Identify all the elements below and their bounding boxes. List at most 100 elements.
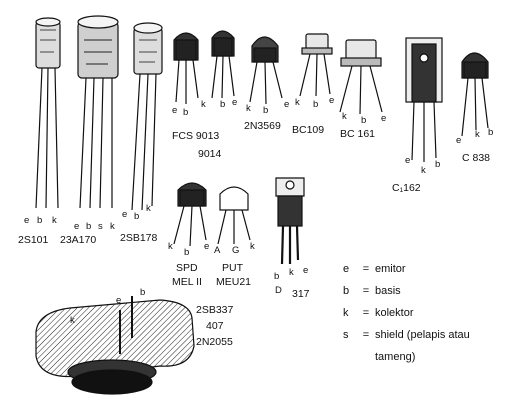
fcs2-leads (211, 55, 235, 99)
put-pin-k: k (250, 241, 255, 252)
c1162-pin-b: b (435, 159, 441, 170)
put-leads (217, 209, 251, 245)
bc161-pin-k: k (342, 111, 347, 122)
bc109-body (301, 33, 333, 55)
2n3569-pin-k: k (246, 103, 251, 114)
23a170-leads (79, 77, 113, 209)
bc109-label: BC109 (292, 124, 325, 136)
power-pin-k: k (70, 315, 75, 326)
t317-leads (280, 225, 300, 265)
spd-pin-e: e (204, 241, 210, 252)
legend-eq-e: = (362, 263, 370, 275)
23a170-label: 23A170 (60, 234, 97, 246)
spd-label-2: MEL II (172, 276, 202, 288)
legend-row-k: k = kolektor (343, 302, 470, 324)
put-label-2: MEU21 (216, 276, 252, 288)
fcs-pin-e: e (172, 105, 178, 116)
23a170-pin-s: s (98, 221, 103, 232)
2n3569-body (251, 36, 279, 63)
power-pin-b: b (140, 287, 146, 298)
2sb178-pin-e: e (122, 209, 128, 220)
23a170-pin-e: e (74, 221, 80, 232)
fcs-pin-b: b (183, 107, 189, 118)
put-pin-g: G (232, 245, 240, 256)
2s101-body (35, 17, 61, 69)
fcs-label-1: FCS 9013 (172, 130, 220, 142)
bc109-leads (299, 53, 331, 97)
2n3569-label: 2N3569 (244, 120, 281, 132)
put-label-1: PUT (222, 262, 243, 274)
bc161-label: BC 161 (340, 128, 376, 140)
c1162-body (405, 37, 443, 103)
c1162-pin-e: e (405, 155, 411, 166)
legend-key-k: k (343, 307, 349, 319)
legend: e = emitor b = basis k = kolektor s = sh… (343, 258, 470, 368)
2n3569-pin-b: b (263, 105, 269, 116)
c1162-label: C₁162 (392, 182, 421, 194)
c838-leads (461, 77, 489, 137)
legend-key-e: e (343, 263, 350, 275)
2s101-pin-e: e (24, 215, 30, 226)
c838-label: C 838 (462, 152, 491, 164)
23a170-pin-k: k (110, 221, 115, 232)
23a170-pin-b: b (86, 221, 92, 232)
legend-eq-k: = (362, 307, 370, 319)
power-pin-e: e (116, 295, 122, 306)
bc109-pin-k: k (295, 97, 300, 108)
legend-row-b: b = basis (343, 280, 470, 302)
2s101-pin-k: k (52, 215, 57, 226)
fcs-leads (175, 59, 199, 104)
bc161-pin-e: e (381, 113, 387, 124)
legend-eq-s: = (362, 329, 370, 341)
legend-text-e: emitor (375, 263, 406, 275)
t317-pin-e: e (303, 265, 309, 276)
bc109-pin-e: e (329, 95, 335, 106)
power-label-1: 2SB337 (196, 304, 234, 316)
t317-pin-k: k (289, 267, 294, 278)
2s101-leads (35, 67, 59, 209)
t317-pin-b: b (274, 271, 280, 282)
c838-pin-e: e (456, 135, 462, 146)
t317-body (275, 177, 305, 227)
legend-key-b: b (343, 285, 350, 297)
c1162-leads (411, 101, 437, 162)
c838-pin-b: b (488, 127, 494, 138)
bc161-pin-b: b (361, 115, 367, 126)
fcs2-pin-e: e (232, 97, 238, 108)
t317-label: 317 (292, 288, 310, 300)
legend-eq-b: = (362, 285, 370, 297)
2n3569-leads (249, 61, 283, 105)
2sb178-body (133, 22, 163, 75)
legend-row-e: e = emitor (343, 258, 470, 280)
power-body (35, 299, 195, 395)
power-label-3: 2N2055 (196, 336, 233, 348)
c1162-pin-k: k (421, 165, 426, 176)
2sb178-pin-b: b (134, 211, 140, 222)
2s101-pin-b: b (37, 215, 43, 226)
c838-pin-k: k (475, 129, 480, 140)
2s101-label: 2S101 (18, 234, 49, 246)
power-leads (119, 296, 133, 354)
legend-text-s-cont: tameng) (375, 351, 416, 363)
bc161-body (340, 39, 382, 67)
legend-key-s: s (343, 329, 349, 341)
t317-pin-d: D (275, 285, 282, 296)
23a170-body (77, 15, 119, 79)
2sb178-pin-k: k (146, 203, 151, 214)
spd-leads (173, 205, 207, 247)
fcs2-pin-b: b (220, 99, 226, 110)
bc109-pin-b: b (313, 99, 319, 110)
fcs-pin-k: k (201, 99, 206, 110)
legend-row-s-cont: tameng) (343, 346, 470, 368)
c838-body (461, 52, 489, 79)
fcs-body (173, 32, 199, 61)
legend-text-s: shield (pelapis atau (375, 329, 470, 341)
power-label-2: 407 (206, 320, 224, 332)
spd-pin-k: k (168, 241, 173, 252)
put-pin-a: A (214, 245, 221, 256)
put-body (219, 186, 249, 211)
legend-text-k: kolektor (375, 307, 414, 319)
spd-pin-b: b (184, 247, 190, 258)
legend-row-s: s = shield (pelapis atau (343, 324, 470, 346)
